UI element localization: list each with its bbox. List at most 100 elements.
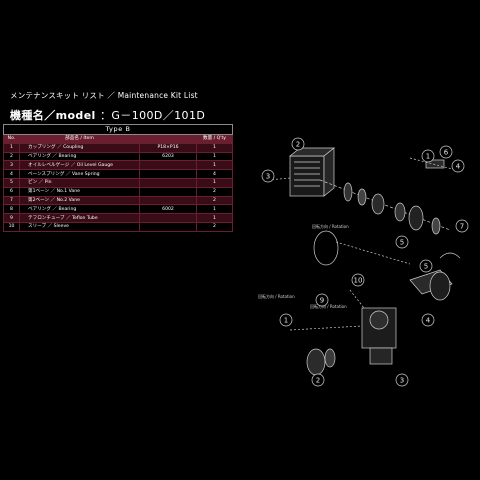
callout-1: 1: [421, 149, 435, 163]
cell-no: 8: [3, 204, 20, 215]
cell-qty: 2: [196, 195, 233, 206]
rotation-note: 回転方向 / Rotation: [310, 303, 347, 309]
table-type-title: Type B: [3, 124, 233, 135]
cell-no: 5: [3, 177, 20, 188]
cell-qty: 4: [196, 169, 233, 179]
callout-circle: [351, 273, 365, 287]
callout-circle: [439, 145, 453, 159]
model-line: 機種名／model ：G－100D／101D: [10, 107, 205, 123]
cell-spec: [139, 177, 197, 188]
cell-item: ベーンスプリング ／ Vane Spring: [19, 169, 140, 179]
callout-circle: [311, 373, 325, 387]
callout-number: 2: [316, 377, 320, 385]
cell-spec: [139, 186, 197, 197]
cell-qty: 1: [196, 142, 233, 153]
cell-spec: [139, 221, 197, 232]
callout-number: 3: [400, 377, 404, 385]
cell-qty: 1: [196, 204, 233, 215]
model-value: ：G－100D／101D: [99, 109, 206, 122]
callout-number: 1: [284, 317, 288, 325]
cell-spec: P18×P16: [139, 142, 197, 153]
list-title: メンテナンスキット リスト ／ Maintenance Kit List: [10, 91, 198, 100]
cell-no: 7: [3, 195, 20, 206]
col-qty: 数量 / Q'ty: [196, 134, 233, 144]
table-header-row: No. 部品名 / Item 数量 / Q'ty: [3, 134, 233, 144]
callout-number: 2: [296, 141, 300, 149]
table-type-row: Type B: [3, 124, 233, 135]
cell-spec: 6002: [139, 204, 197, 215]
cell-item: テフロンチューブ ／ Teflon Tube: [19, 213, 140, 223]
cell-qty: 1: [196, 177, 233, 188]
callout-circle: [421, 313, 435, 327]
cell-spec: [139, 195, 197, 206]
callout-number: 7: [460, 223, 464, 231]
col-item: 部品名 / Item: [19, 134, 140, 144]
callout-number: 4: [456, 163, 461, 171]
col-no: No.: [3, 134, 20, 144]
callout-circle: [291, 137, 305, 151]
callout-6: 6: [439, 145, 453, 159]
callout-circle: [451, 159, 465, 173]
callout-number: 10: [354, 277, 363, 285]
callout-4: 4: [421, 313, 435, 327]
cell-no: 2: [3, 151, 20, 162]
callout-7: 7: [455, 219, 469, 233]
cell-item: ベアリング ／ Bearing: [19, 204, 140, 215]
cell-item: 第2ベーン ／ No.2 Vane: [19, 195, 140, 206]
callout-9: 9: [315, 293, 329, 307]
callout-5: 5: [395, 235, 409, 249]
callout-number: 5: [424, 263, 428, 271]
cell-spec: 6203: [139, 151, 197, 162]
cell-qty: 2: [196, 221, 233, 232]
callout-3: 3: [395, 373, 409, 387]
rotation-note: 回転方向 / Rotation: [312, 223, 349, 229]
callout-circle: [419, 259, 433, 273]
cell-spec: [139, 160, 197, 171]
cell-qty: 1: [196, 160, 233, 171]
cell-qty: 1: [196, 151, 233, 162]
callout-5: 5: [419, 259, 433, 273]
callout-circle: [395, 373, 409, 387]
cell-qty: 2: [196, 186, 233, 197]
callout-circle: [315, 293, 329, 307]
callout-2: 2: [311, 373, 325, 387]
callout-number: 5: [400, 239, 404, 247]
callout-number: 1: [426, 153, 430, 161]
cell-no: 4: [3, 169, 20, 179]
callout-4: 4: [451, 159, 465, 173]
cell-no: 9: [3, 213, 20, 223]
page-header: メンテナンスキット リスト ／ Maintenance Kit List 機種名…: [10, 90, 205, 123]
col-spec: [139, 134, 197, 144]
callout-circle: [261, 169, 275, 183]
callout-circle: [455, 219, 469, 233]
cell-no: 6: [3, 186, 20, 197]
cell-no: 3: [3, 160, 20, 171]
cell-item: ピン ／ Pin: [19, 177, 140, 188]
callout-number: 4: [426, 317, 431, 325]
cell-item: スリーブ ／ Sleeve: [19, 221, 140, 232]
exploded-parts-diagram: 回転方向 / Rotation 回転方向 / Rotation 回転方向 / R…: [258, 137, 469, 387]
cell-spec: [139, 169, 197, 179]
callout-10: 10: [351, 273, 365, 287]
callout-circle: [279, 313, 293, 327]
callout-circle: [421, 149, 435, 163]
callout-1: 1: [279, 313, 293, 327]
cell-spec: [139, 213, 197, 223]
callout-2: 2: [291, 137, 305, 151]
cell-item: 第1ベーン ／ No.1 Vane: [19, 186, 140, 197]
callout-3: 3: [261, 169, 275, 183]
cell-no: 1: [3, 142, 20, 153]
callout-circle: [395, 235, 409, 249]
cell-item: オイルレベルゲージ ／ Oil Level Gauge: [19, 160, 140, 171]
